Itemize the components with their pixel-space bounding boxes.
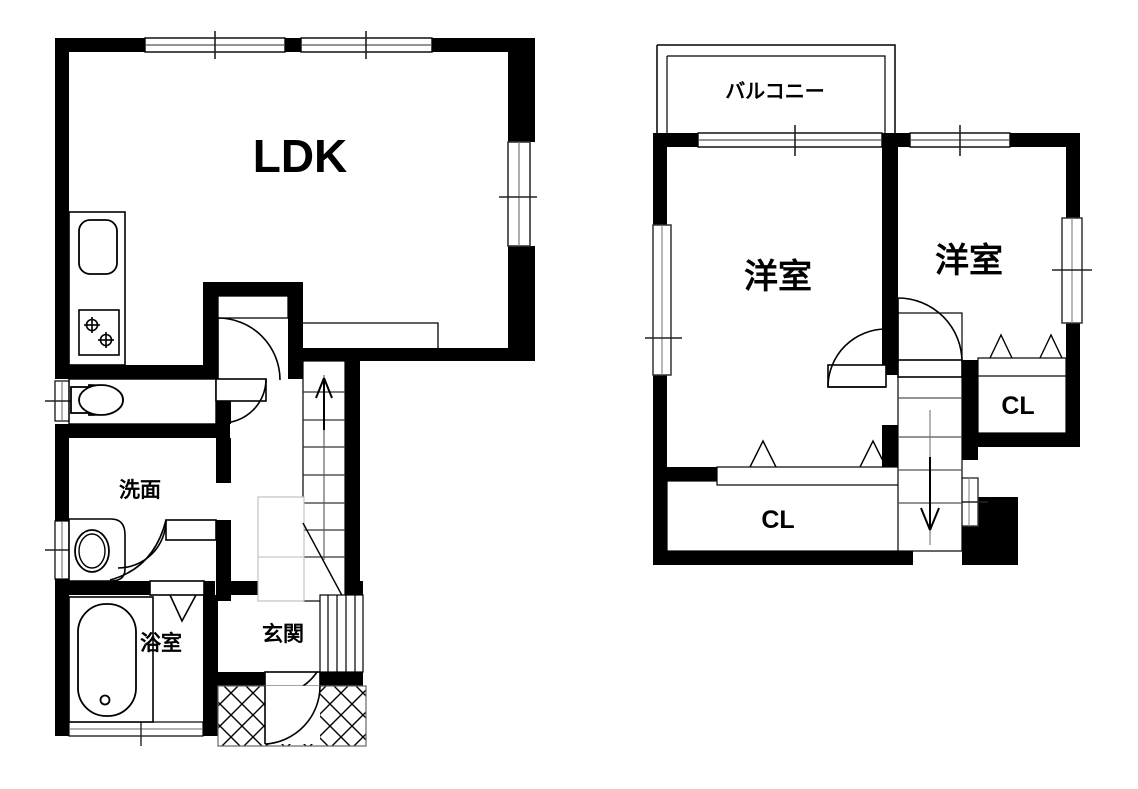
room-label-cl-left: CL	[761, 506, 794, 534]
balcony-outline	[656, 44, 896, 137]
staircase-up	[257, 360, 346, 602]
door-room-right	[897, 297, 963, 378]
window-balcony-right	[909, 125, 1011, 156]
room-label-western-left: 洋室	[744, 257, 812, 297]
toilet-icon	[70, 384, 124, 416]
room-label-western-right: 洋室	[935, 241, 1003, 281]
window-ldk-north-left	[144, 31, 286, 59]
window-room-left-west	[645, 224, 682, 376]
window-bath	[68, 714, 204, 746]
wall-left-upper	[55, 38, 69, 378]
wall-ldk-south-west	[55, 365, 215, 379]
room-label-cl-right: CL	[1001, 392, 1034, 420]
wall-left-washroom-a	[55, 438, 69, 538]
wall-pier-north	[285, 38, 301, 52]
floor1-windows	[45, 31, 537, 746]
room-label-entrance: 玄関	[262, 622, 304, 646]
entrance-shoe-cabinet	[319, 594, 364, 673]
door-bath-folding	[149, 580, 205, 623]
wall-bath-right-lower	[203, 672, 218, 736]
wall2-bottom-left	[653, 551, 913, 565]
wall-entrance-south-left	[203, 672, 265, 686]
wall2-cl-left-north	[667, 467, 717, 481]
wall2-left-lower	[653, 375, 667, 565]
floor1-group: LDK 洗面 浴室 玄関	[45, 31, 537, 747]
wall-right-upper	[508, 38, 535, 142]
wall-stair-right	[345, 361, 360, 601]
room-label-balcony: バルコニー	[725, 79, 825, 103]
door-room-left	[827, 328, 887, 388]
stair-up-arrow-icon	[315, 377, 333, 430]
closet-hanger-icon-left	[749, 439, 887, 468]
entry-porch	[217, 685, 367, 747]
wall-entrance-south-right	[320, 672, 363, 686]
door-washroom	[109, 519, 217, 581]
wall-ldk-south-east	[300, 348, 535, 361]
room-label-washroom: 洗面	[119, 478, 161, 502]
wall-top-left	[55, 38, 145, 52]
wall-washroom-right-upper	[216, 438, 231, 483]
wall2-cl-right-divider	[962, 360, 978, 460]
room-label-bathroom: 浴室	[140, 631, 182, 655]
stair-down-arrow-icon	[920, 457, 940, 531]
wall2-right-lower	[1066, 323, 1080, 433]
wall2-left-upper	[653, 133, 667, 225]
floor1-interior-lines	[217, 295, 439, 348]
closet-hanger-icon-right	[989, 333, 1063, 359]
wall-bath-right	[203, 595, 218, 680]
floor2-group: バルコニー 洋室 洋室 CL CL	[645, 44, 1092, 565]
wall2-right-upper	[1066, 133, 1080, 218]
staircase-down	[897, 312, 963, 552]
room-label-ldk: LDK	[253, 130, 348, 182]
wall2-cl-right-south	[962, 433, 1080, 447]
wash-basin-icon	[68, 518, 126, 582]
window-balcony-left	[697, 125, 883, 156]
wall-toilet-south	[55, 424, 230, 438]
closet-left	[666, 439, 914, 552]
closet-right	[977, 333, 1067, 434]
wall2-center-partition	[882, 133, 898, 375]
wall-hall-lower-nub	[216, 581, 231, 601]
door-toilet	[215, 378, 267, 424]
wall-hall-right-upper	[288, 282, 303, 379]
wall-hall-left-upper	[203, 282, 218, 379]
wall-right-lower	[508, 246, 535, 360]
sink-icon	[78, 219, 118, 275]
gas-stove-icon	[78, 309, 120, 356]
wall-left-bath	[55, 585, 69, 735]
wall2-top-right	[1010, 133, 1080, 147]
floor2-windows	[645, 125, 1092, 527]
window-washroom	[45, 520, 75, 580]
window-room-right-east	[1052, 217, 1092, 324]
window-ldk-north-right	[300, 31, 433, 59]
wall-hall-top	[203, 282, 303, 296]
door-entrance-swing	[264, 685, 321, 745]
wall-washroom-right-lower	[216, 520, 231, 582]
door-ldk-hall	[217, 317, 281, 381]
bathtub-icon	[68, 596, 154, 723]
window-ldk-east	[499, 141, 537, 247]
